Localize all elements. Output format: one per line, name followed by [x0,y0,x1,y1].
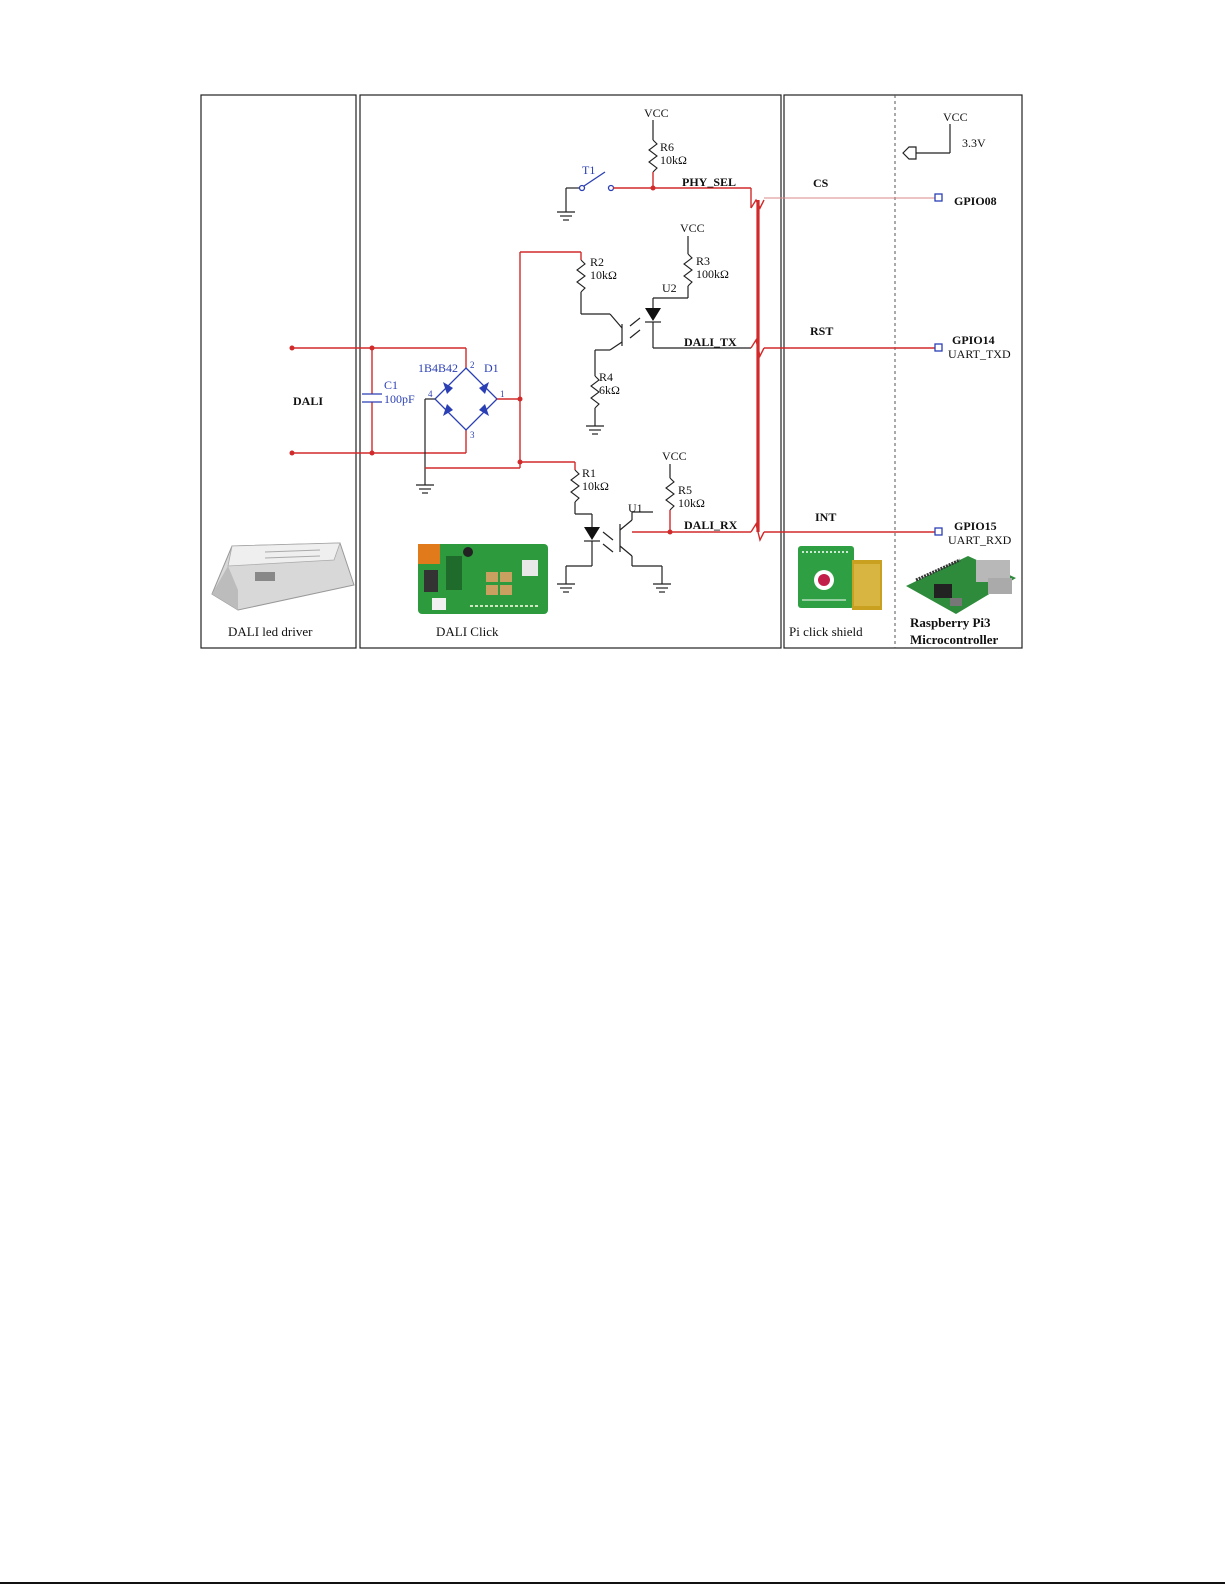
r5-value: 10kΩ [678,496,705,510]
caption-microcontroller: Microcontroller [910,632,999,647]
r6-value: 10kΩ [660,153,687,167]
u1-name: U1 [628,501,643,515]
c1-name: C1 [384,378,398,392]
gpio14-pin-icon [935,344,942,351]
raspberry-pi3-photo [906,556,1016,614]
connector-bus [751,200,764,540]
gpio08-label: GPIO08 [954,194,997,208]
bridge-pin3: 3 [470,430,475,440]
r5-name: R5 [678,483,692,497]
net-cs: CS [813,176,829,190]
r1-value: 10kΩ [582,479,609,493]
gpio08-pin-icon [935,194,942,201]
page-bottom-rule [0,1582,1225,1584]
net-dali-tx: DALI_TX [684,335,737,349]
caption-raspberry-pi3: Raspberry Pi3 [910,615,991,630]
d1-name: D1 [484,361,499,375]
t1-switch [557,172,614,220]
bridge-pin1: 1 [500,389,505,399]
net-phy-sel: PHY_SEL [682,175,736,189]
r2-name: R2 [590,255,604,269]
net-rst: RST [810,324,833,338]
c1-value: 100pF [384,392,415,406]
u2-name: U2 [662,281,677,295]
gpio15-label: GPIO15 [954,519,997,533]
caption-dali-click: DALI Click [436,624,499,639]
u1-light-arrows [603,532,613,552]
bridge-pin4: 4 [428,389,433,399]
vcc-3v3-port-icon [903,124,950,159]
r4-name: R4 [599,370,613,384]
u1-transistor [620,512,671,592]
t1-name: T1 [582,163,595,177]
c1-capacitor [362,348,382,453]
dali-led-driver-photo [212,543,354,610]
vcc-3v3-net: VCC [943,110,968,124]
dali-label: DALI [293,394,323,408]
bridge-pin2: 2 [470,360,475,370]
gpio14-label: GPIO14 [952,333,995,347]
uart-rxd-label: UART_RXD [948,533,1012,547]
vcc-r3: VCC [680,221,705,235]
vcc-r6: VCC [644,106,669,120]
bridge-name: 1B4B42 [418,361,458,375]
net-wires-to-rpi [764,198,935,532]
net-int: INT [815,510,836,524]
r4-value: 6kΩ [599,383,620,397]
r6-name: R6 [660,140,674,154]
caption-dali-led-driver: DALI led driver [228,624,313,639]
caption-pi-click-shield: Pi click shield [789,624,863,639]
vcc-3v3-value: 3.3V [962,136,986,150]
u2-light-arrows [630,318,640,338]
ground-symbol-bridge [416,485,434,493]
pi-click-shield-photo [798,546,882,610]
r1-name: R1 [582,466,596,480]
net-dali-rx: DALI_RX [684,518,738,532]
u2-transistor [595,314,622,370]
uart-txd-label: UART_TXD [948,347,1011,361]
gpio15-pin-icon [935,528,942,535]
r3-name: R3 [696,254,710,268]
u1-led [557,514,600,592]
vcc-r5: VCC [662,449,687,463]
r3-value: 100kΩ [696,267,729,281]
dali-click-board-photo [418,544,548,614]
r2-value: 10kΩ [590,268,617,282]
bridge-output-wires [518,252,582,468]
